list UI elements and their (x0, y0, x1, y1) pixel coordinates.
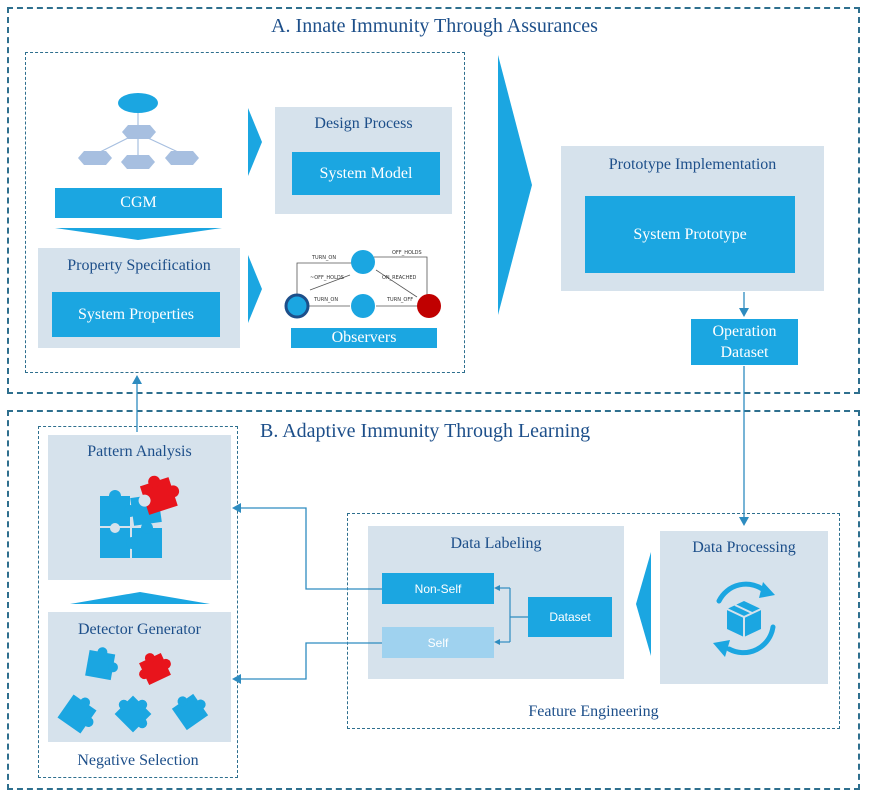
processing-to-labeling-arrow (636, 552, 651, 656)
design-process-title: Design Process (314, 115, 413, 132)
transition-label: TURN_ON (311, 255, 336, 261)
transition-label: TURN_ON (313, 297, 338, 303)
section-a-title: A. Innate Immunity Through Assurances (271, 15, 598, 37)
negative-selection-label: Negative Selection (77, 752, 199, 769)
transition-label: ON_REACHED (382, 275, 417, 281)
cgm-graph-icon (78, 93, 199, 169)
cgm-down-arrow (55, 228, 222, 240)
pattern-analysis-title: Pattern Analysis (87, 443, 192, 460)
feature-engineering-label: Feature Engineering (528, 703, 659, 720)
operation-dataset-box: Operation Dataset (691, 319, 798, 365)
observers-box: Observers (291, 328, 437, 348)
cgm-to-design-arrow (248, 108, 262, 176)
data-processing-cycle-icon (713, 581, 776, 657)
assurance-to-prototype-arrow (498, 55, 532, 315)
immune-column-frame (38, 426, 238, 778)
data-processing-title: Data Processing (692, 539, 796, 556)
self-box: Self (382, 627, 494, 658)
feature-engineering-frame (347, 513, 840, 729)
cgm-box: CGM (55, 188, 222, 218)
transition-label: OFF_HOLDS (392, 250, 422, 256)
section-a-frame (7, 7, 860, 394)
scattered-puzzle-icon (57, 647, 209, 734)
operation-dataset-line1: Operation (712, 323, 777, 340)
property-spec-title: Property Specification (67, 257, 211, 274)
detector-generator-title: Detector Generator (77, 621, 202, 638)
prototype-title: Prototype Implementation (608, 156, 777, 173)
transition-label: ~OFF_HOLDS (310, 275, 344, 281)
observer-state-machine: TURN_ON OFF_HOLDS ~OFF_HOLDS ON_REACHED … (284, 250, 441, 319)
section-b-frame (7, 410, 860, 790)
section-b-title: B. Adaptive Immunity Through Learning (260, 420, 591, 442)
system-properties-box: System Properties (52, 292, 220, 337)
dataset-split-connector (494, 585, 528, 645)
operation-dataset-line2: Dataset (720, 344, 769, 361)
props-to-observers-arrow (248, 255, 262, 323)
assurance-inner-frame (25, 52, 465, 373)
system-model-box: System Model (292, 152, 440, 195)
transition-label: TURN_OFF (386, 297, 413, 303)
detector-to-pattern-arrow (70, 592, 210, 604)
system-prototype-box: System Prototype (585, 196, 795, 273)
data-labeling-title: Data Labeling (450, 535, 542, 552)
non-self-box: Non-Self (382, 573, 494, 604)
dataset-box: Dataset (528, 597, 612, 637)
puzzle-assembled-icon (100, 475, 180, 558)
